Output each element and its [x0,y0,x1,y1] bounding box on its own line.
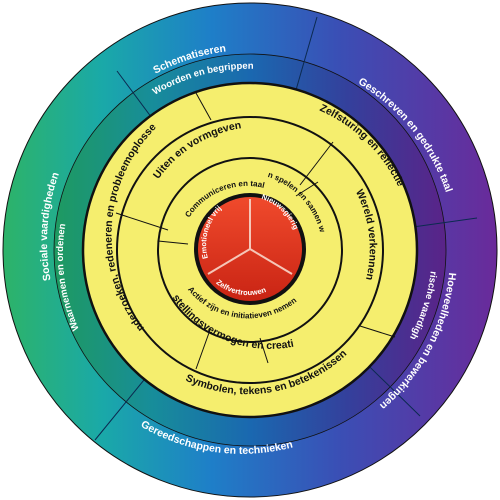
yellow-ring-dividers [115,92,396,370]
core-dividers [207,199,293,275]
